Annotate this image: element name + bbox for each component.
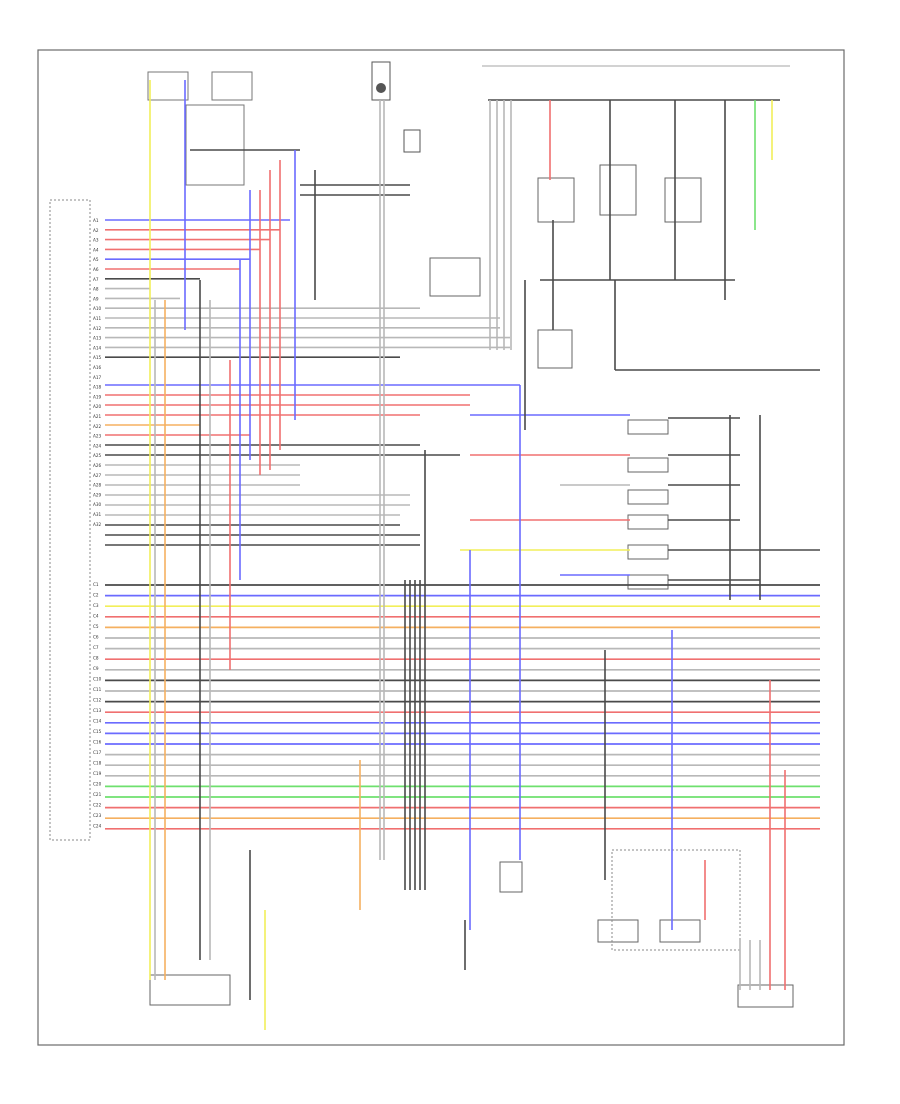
ecm-pin-label: A32 — [93, 522, 102, 527]
fuse-box-2 — [599, 164, 637, 216]
ecm-pin-label: A15 — [93, 355, 102, 360]
ecm-pin-label: A3 — [93, 238, 99, 243]
ecm-connector-c-pins: C1C2C3C4C5C6C7C8C9C10C11C12C13C14C15C16C… — [93, 582, 102, 829]
ecm-pin-label: A13 — [93, 336, 102, 341]
ecm-pin-label: A6 — [93, 267, 99, 272]
junction-box-center — [429, 257, 481, 297]
ecm-pin-label: C2 — [93, 593, 99, 598]
ecm-pin-label: C13 — [93, 708, 102, 713]
ecm-pin-label: A12 — [93, 326, 102, 331]
ecm-pin-label: C11 — [93, 687, 102, 692]
ecm-pin-label: A17 — [93, 375, 102, 380]
ecm-pin-label: A9 — [93, 296, 99, 301]
ecm-pin-label: C3 — [93, 603, 99, 608]
fuse-box-3 — [664, 177, 702, 223]
ecm-pin-label: A21 — [93, 414, 102, 419]
sensor-bottom-center — [499, 861, 523, 893]
ecm-pin-label: A30 — [93, 502, 102, 507]
ecm-pin-label: A7 — [93, 277, 99, 282]
ecm-pin-label: C10 — [93, 677, 102, 682]
ecm-pin-label: C24 — [93, 824, 102, 829]
ecm-pin-label: C1 — [93, 582, 99, 587]
ecm-pin-label: C19 — [93, 771, 102, 776]
ecm-pin-label: C5 — [93, 624, 99, 629]
ecm-pin-label: A27 — [93, 473, 102, 478]
ecm-pin-label: A24 — [93, 443, 102, 448]
vertical-wire-bundle — [149, 80, 786, 1030]
ecm-pin-label: A20 — [93, 404, 102, 409]
oil-sensor-box-1 — [597, 919, 639, 943]
connector-top-center — [371, 61, 391, 101]
ecm-pin-label: C14 — [93, 719, 102, 724]
engine-control-module-outline — [49, 199, 91, 841]
relay-box — [537, 329, 573, 369]
throttle-control-module — [149, 974, 231, 1006]
ecm-pin-label: A14 — [93, 345, 102, 350]
ecm-pin-label: A26 — [93, 463, 102, 468]
ecm-pin-label: C20 — [93, 782, 102, 787]
ecm-pin-label: C9 — [93, 666, 99, 671]
ecm-pin-label: C22 — [93, 803, 102, 808]
ecm-connector-a-pins: A1A2A3A4A5A6A7A8A9A10A11A12A13A14A15A16A… — [93, 218, 102, 527]
ecm-pin-label: A22 — [93, 424, 102, 429]
ecm-pin-label: A31 — [93, 512, 102, 517]
ecm-pin-label: A10 — [93, 306, 102, 311]
ecm-pin-label: A19 — [93, 394, 102, 399]
sensor-box-right — [211, 71, 253, 101]
ecm-pin-label: A25 — [93, 453, 102, 458]
ecm-pin-label: A1 — [93, 218, 99, 223]
ecm-pin-label: A5 — [93, 257, 99, 262]
sensor-icon — [376, 83, 386, 93]
ecm-pin-label: C4 — [93, 614, 99, 619]
ecm-pin-label: C12 — [93, 698, 102, 703]
bottom-right-sensor-frame — [611, 849, 741, 951]
sensor-housing — [185, 104, 245, 186]
ecm-pin-label: C16 — [93, 740, 102, 745]
oil-sensor-box-2 — [659, 919, 701, 943]
wire-bundle — [105, 149, 820, 830]
bottom-right-connector — [737, 984, 794, 1008]
ecm-pin-label: A11 — [93, 316, 102, 321]
ecm-pin-label: A8 — [93, 287, 99, 292]
fuse-box-1 — [537, 177, 575, 223]
ecm-pin-label: C7 — [93, 645, 99, 650]
ecm-pin-label: C18 — [93, 761, 102, 766]
ecm-pin-label: C8 — [93, 656, 99, 661]
ecm-pin-label: A18 — [93, 385, 102, 390]
ecm-pin-label: A28 — [93, 483, 102, 488]
ecm-pin-label: A16 — [93, 365, 102, 370]
sensor-top-center-lower — [403, 129, 421, 153]
ecm-pin-label: C17 — [93, 750, 102, 755]
ecm-pin-label: A4 — [93, 247, 99, 252]
ecm-pin-label: A23 — [93, 434, 102, 439]
ecm-pin-label: C21 — [93, 792, 102, 797]
ecm-pin-label: A29 — [93, 492, 102, 497]
ecm-pin-label: C15 — [93, 729, 102, 734]
relay-switch-group — [627, 419, 669, 590]
sensor-box-left — [147, 71, 189, 101]
ecm-pin-label: C6 — [93, 635, 99, 640]
ecm-pin-label: A2 — [93, 228, 99, 233]
ecm-pin-label: C23 — [93, 813, 102, 818]
diagram-frame — [37, 49, 845, 1046]
